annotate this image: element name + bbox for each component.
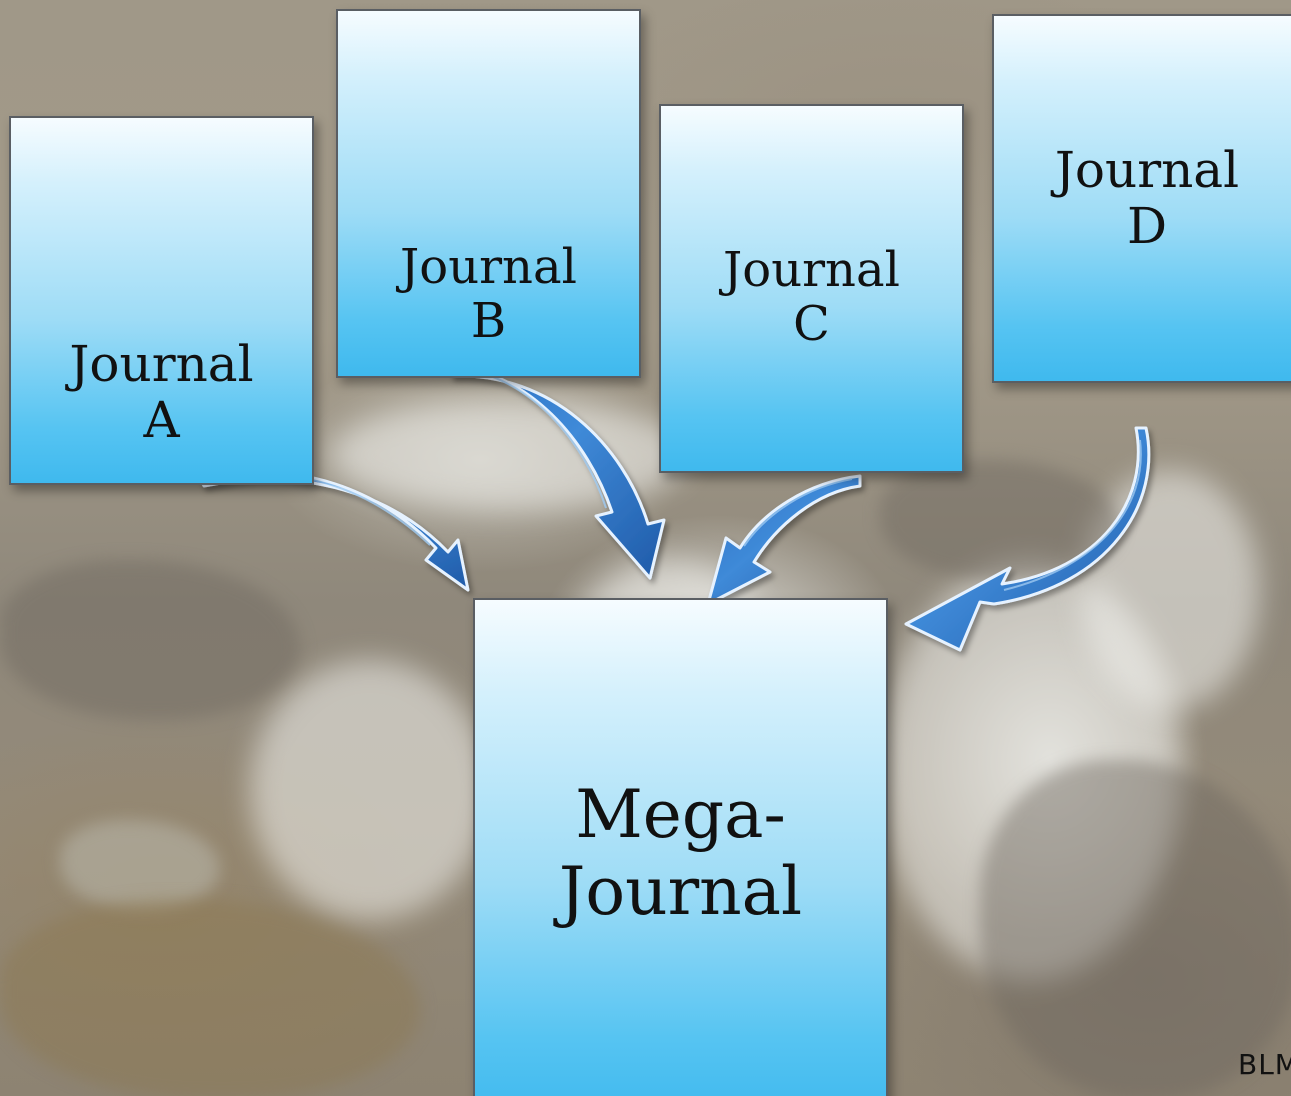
journal-d-box: Journal D <box>992 14 1291 383</box>
journal-c-letter: C <box>793 295 830 352</box>
journal-a-letter: A <box>143 391 180 449</box>
journal-c-label: Journal <box>723 242 900 298</box>
journal-b-letter: B <box>470 292 507 349</box>
arrow-c-to-mega <box>706 474 862 606</box>
journal-d-letter: D <box>1126 197 1168 255</box>
journal-d-label: Journal <box>1054 141 1240 199</box>
arrow-d-to-mega <box>904 426 1151 652</box>
mega-journal-box: Mega- Journal <box>473 598 888 1096</box>
arrow-b-to-mega <box>450 364 666 580</box>
journal-b-label: Journal <box>400 239 577 295</box>
journal-b-box: Journal B <box>336 9 641 378</box>
mega-journal-line1: Mega- <box>575 776 786 853</box>
mega-journal-line2: Journal <box>558 853 803 931</box>
journal-a-box: Journal A <box>9 116 314 485</box>
journal-a-label: Journal <box>69 335 254 393</box>
arrow-a-to-mega <box>198 470 470 592</box>
watermark-text: BLM <box>1238 1048 1291 1081</box>
journal-c-box: Journal C <box>659 104 964 473</box>
